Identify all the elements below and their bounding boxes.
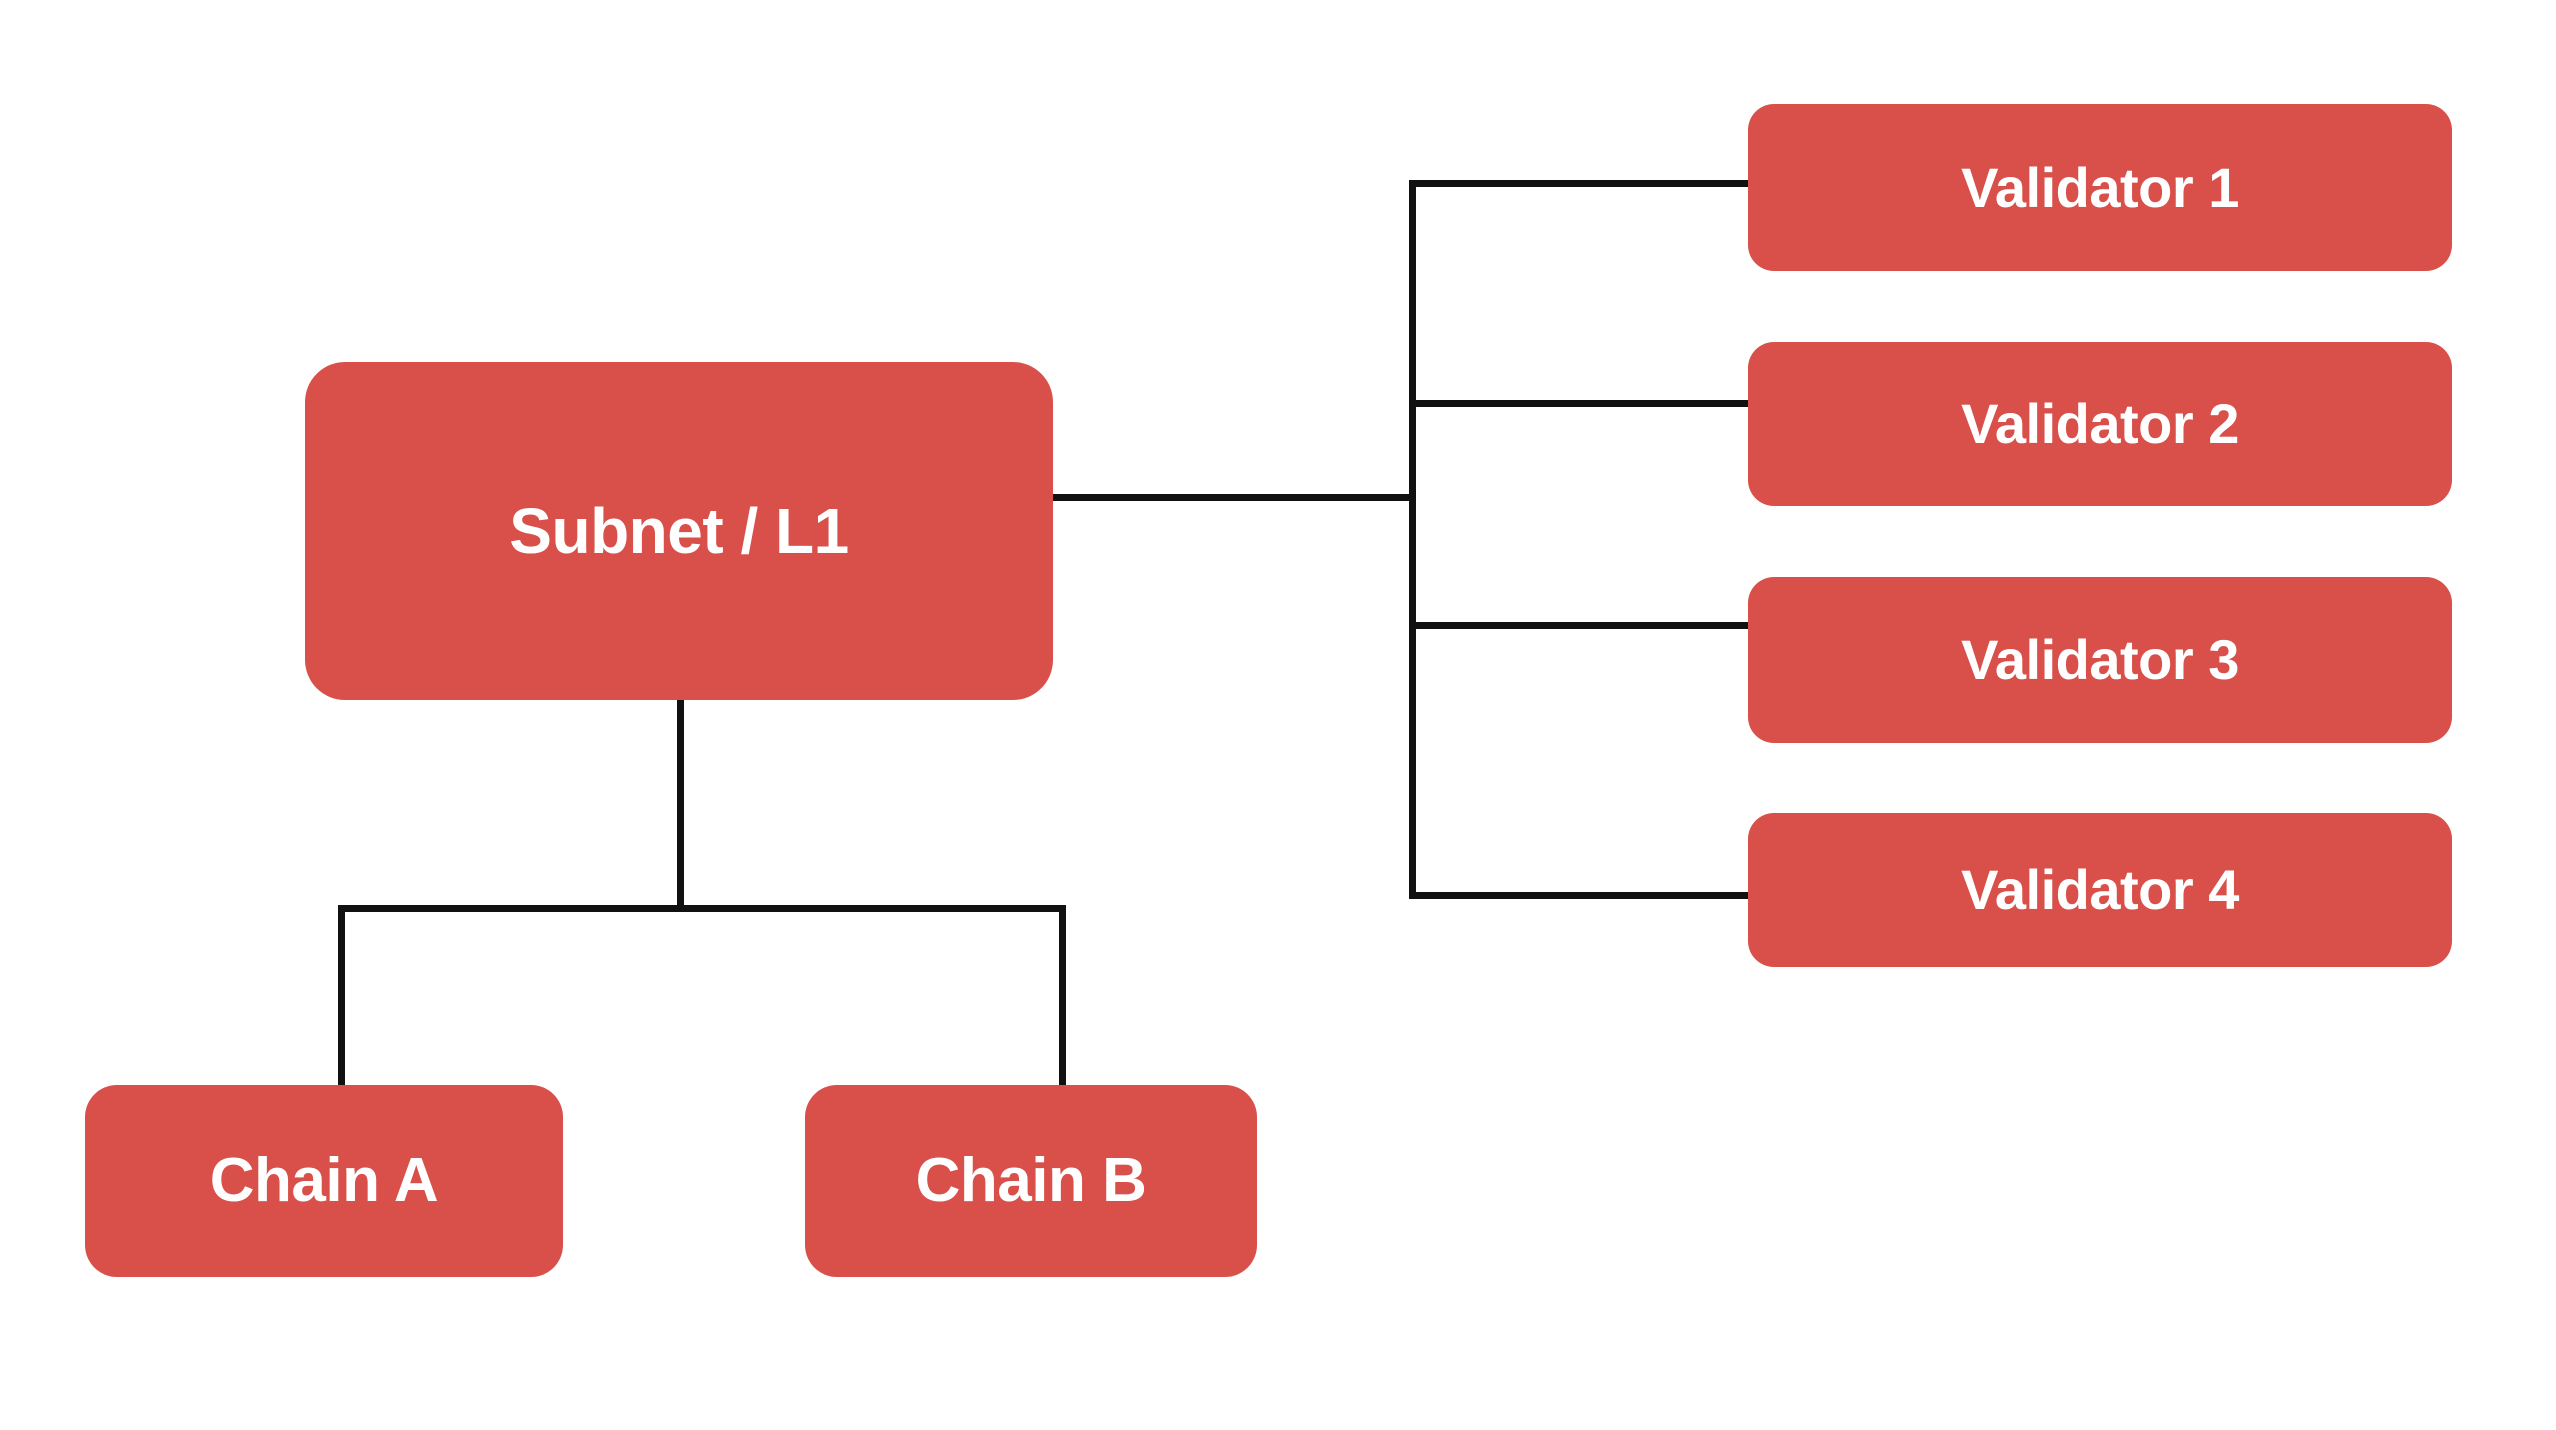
connector-branch-validator-2 <box>1409 400 1751 407</box>
connector-subnet-to-validator-bus <box>1053 494 1415 501</box>
node-validator-3-label: Validator 3 <box>1961 628 2239 691</box>
node-chain-b-label: Chain B <box>915 1146 1147 1215</box>
connector-chain-bus <box>338 905 1066 912</box>
connector-branch-chain-a <box>338 905 345 1090</box>
node-validator-4-label: Validator 4 <box>1961 858 2239 921</box>
node-subnet-l1-label: Subnet / L1 <box>509 495 849 567</box>
node-validator-1[interactable]: Validator 1 <box>1748 104 2452 271</box>
node-subnet-l1[interactable]: Subnet / L1 <box>305 362 1053 700</box>
node-validator-2-label: Validator 2 <box>1961 392 2239 455</box>
connector-branch-validator-1 <box>1409 180 1751 187</box>
node-validator-2[interactable]: Validator 2 <box>1748 342 2452 506</box>
node-chain-b[interactable]: Chain B <box>805 1085 1257 1277</box>
connector-branch-validator-3 <box>1409 622 1751 629</box>
node-chain-a[interactable]: Chain A <box>85 1085 563 1277</box>
node-validator-4[interactable]: Validator 4 <box>1748 813 2452 967</box>
node-chain-a-label: Chain A <box>209 1146 439 1215</box>
connector-validator-trunk <box>1409 183 1416 899</box>
node-validator-3[interactable]: Validator 3 <box>1748 577 2452 743</box>
node-validator-1-label: Validator 1 <box>1961 155 2239 219</box>
connector-branch-chain-b <box>1059 905 1066 1090</box>
connector-branch-validator-4 <box>1409 892 1751 899</box>
connector-subnet-to-chain-bus <box>677 700 684 912</box>
